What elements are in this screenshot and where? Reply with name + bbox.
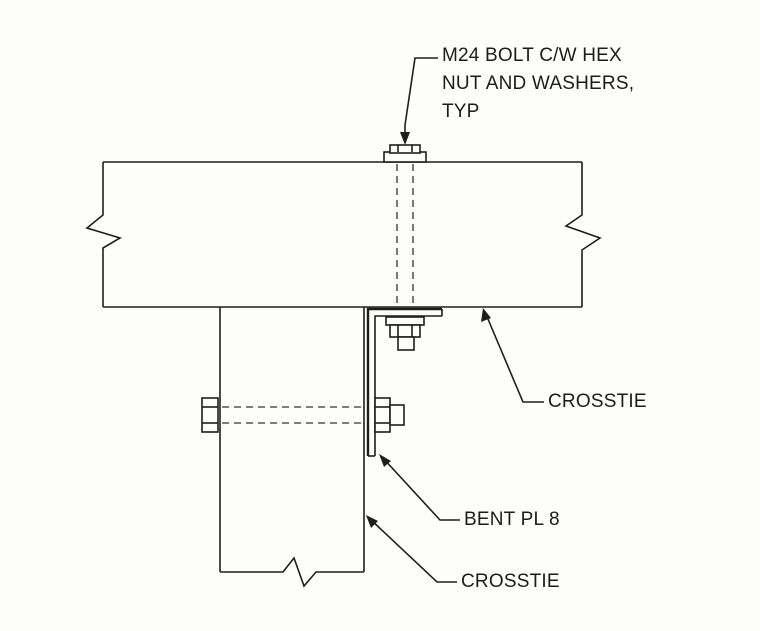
bolt-leader bbox=[400, 57, 438, 145]
crosstie-upper-leader bbox=[481, 308, 544, 403]
bolt-label-line-3: TYP bbox=[442, 101, 480, 122]
bolt-label-line-2: NUT AND WASHERS, bbox=[442, 73, 635, 94]
crosstie-lower-label: CROSSTIE bbox=[461, 571, 560, 592]
lower-crosstie bbox=[219, 307, 365, 588]
bent-plate-label: BENT PL 8 bbox=[464, 509, 560, 530]
left-break-line bbox=[85, 162, 122, 307]
vertical-bolt bbox=[383, 144, 427, 351]
right-break-line bbox=[564, 162, 602, 307]
upper-crosstie bbox=[85, 161, 602, 308]
bottom-break-line bbox=[220, 556, 364, 588]
bent-plate-leader bbox=[379, 454, 460, 521]
crosstie-lower-leader bbox=[366, 515, 457, 583]
horizontal-bolt bbox=[201, 397, 405, 433]
crosstie-upper-label: CROSSTIE bbox=[548, 391, 647, 412]
bolt-label-line-1: M24 BOLT C/W HEX bbox=[442, 45, 622, 66]
